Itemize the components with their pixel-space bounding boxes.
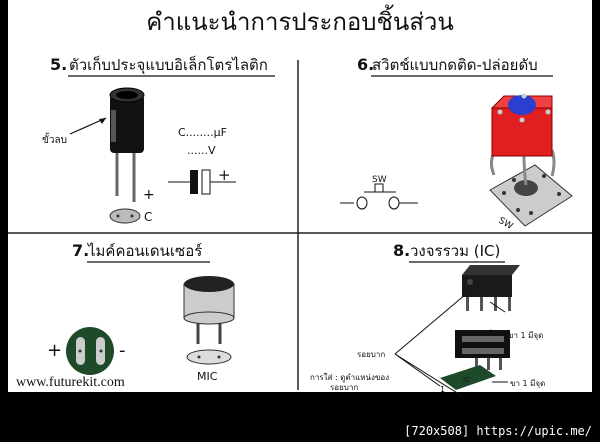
insert-note-line1: การใส่ : ดูตำแหน่งของ	[310, 373, 389, 383]
voltage-label: ......V	[187, 144, 216, 157]
polarity-plus-symbol: +	[218, 166, 231, 184]
switch-symbol-label: SW	[372, 175, 387, 185]
switch-symbol: SW	[340, 175, 418, 210]
arrow-icon	[99, 118, 106, 124]
section-8-ic: 8. วงจรรวม (IC) ขา 1 มีจุด รอยบาก IC 1	[310, 241, 545, 397]
notch-label: รอยบาก	[357, 350, 385, 359]
section-heading: สวิตช์แบบกดติด-ปล่อยดับ	[372, 56, 538, 74]
capacitance-label: C........µF	[178, 126, 227, 139]
section-number: 7.	[72, 241, 89, 260]
mic-minus-label: -	[119, 340, 126, 361]
section-heading: ไมค์คอนเดนเซอร์	[87, 242, 202, 260]
mic-pcb-footprint: + -	[47, 327, 126, 375]
watermark: [720x508] https://upic.me/	[404, 424, 592, 438]
section-7-microphone: 7. ไมค์คอนเดนเซอร์ + - MIC www.futurekit…	[16, 241, 235, 390]
insert-note-line2: รอยบาก	[330, 383, 358, 392]
mic-drawing: MIC	[183, 276, 235, 383]
mic-plus-label: +	[47, 340, 62, 361]
section-6-switch: 6. สวิตช์แบบกดติด-ปล่อยดับ SW SW	[340, 55, 573, 232]
section-5-capacitor: 5. ตัวเก็บประจุแบบอิเล็กโตรไลติก ขั้วลบ …	[42, 55, 275, 224]
capacitor-drawing: ขั้วลบ + C C........µF ......V +	[42, 87, 236, 224]
ic-pcb-footprint: IC 1 ขา 1 มีจุด	[440, 365, 545, 394]
website-footer: www.futurekit.com	[16, 375, 125, 390]
section-number: 6.	[357, 55, 374, 74]
section-number: 5.	[50, 55, 67, 74]
pcb-label-c: C	[144, 210, 152, 224]
pin1-bottom-label: ขา 1 มีจุด	[510, 379, 545, 388]
tactile-switch-drawing: SW	[489, 93, 573, 232]
panel	[8, 0, 592, 392]
page-title: คำแนะนำการประกอบชิ้นส่วน	[146, 4, 454, 36]
section-number: 8.	[393, 241, 410, 260]
pin-one-label: 1	[440, 385, 445, 394]
mic-label: MIC	[197, 370, 218, 383]
ic-socket-drawing	[455, 330, 510, 370]
section-heading: วงจรรวม (IC)	[410, 242, 500, 260]
pin1-top-label: ขา 1 มีจุด	[508, 331, 543, 340]
ic-chip-mark: IC	[463, 376, 470, 384]
plus-label: +	[143, 187, 155, 203]
section-heading: ตัวเก็บประจุแบบอิเล็กโตรไลติก	[69, 55, 268, 75]
negative-lead-label: ขั้วลบ	[42, 132, 67, 146]
